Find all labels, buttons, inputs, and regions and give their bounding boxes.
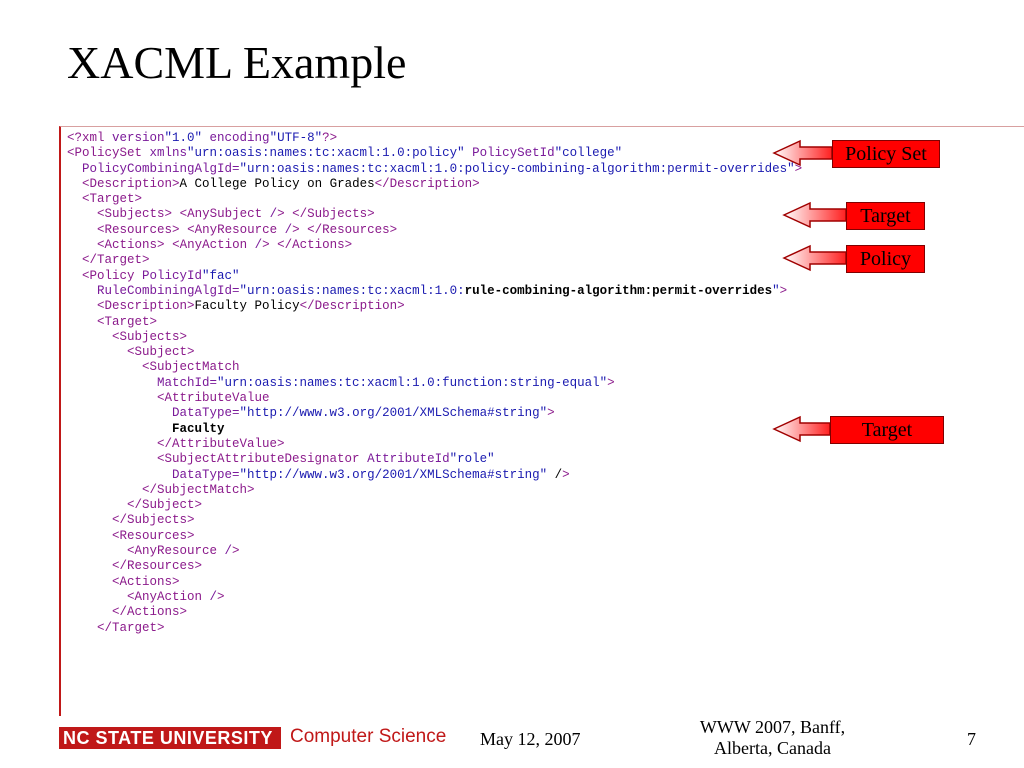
xml-code-block: <?xml version"1.0" encoding"UTF-8"?><Pol… [67,131,802,636]
university-name: NC STATE UNIVERSITY [63,728,273,748]
code-line: <Actions> [112,574,180,589]
code-line: <Subjects> <AnySubject /> </Subjects> [97,207,375,222]
code-line: <PolicySet xmlns"urn:oasis:names:tc:xacm… [67,146,623,161]
code-line: MatchId="urn:oasis:names:tc:xacml:1.0:fu… [157,375,615,390]
callout-label: Target [846,202,925,230]
code-line: <AttributeValue [157,391,270,406]
code-line: <Subjects> [112,329,188,344]
code-line: RuleCombiningAlgId="urn:oasis:names:tc:x… [97,283,788,298]
code-line: <AnyResource /> [127,544,240,559]
callout-target-2: Target [772,414,947,444]
code-line: DataType="http://www.w3.org/2001/XMLSche… [172,467,570,482]
code-line: <Subject> [127,345,195,360]
callout-policy-set: Policy Set [772,138,942,168]
university-logo: NC STATE UNIVERSITY [59,727,281,749]
code-line: Faculty [172,421,225,436]
code-line: <Resources> <AnyResource /> </Resources> [97,222,398,237]
venue-line-1: WWW 2007, Banff, [699,717,846,737]
footer-venue: WWW 2007, Banff, Alberta, Canada [660,717,885,759]
code-line: <SubjectMatch [142,360,240,375]
code-line: <Description>Faculty Policy</Description… [97,299,405,314]
footer-date: May 12, 2007 [480,729,581,749]
department-name: Computer Science [290,726,447,747]
callout-policy: Policy [782,243,927,273]
code-frame [59,126,1024,716]
code-line: <Target> [97,314,158,329]
code-line: DataType="http://www.w3.org/2001/XMLSche… [172,406,555,421]
page-number: 7 [967,729,976,749]
code-line: <SubjectAttributeDesignator AttributeId"… [157,452,495,467]
code-line: </Target> [82,253,150,268]
code-line: </Actions> [112,605,188,620]
code-line: <AnyAction /> [127,589,225,604]
code-line: </Subject> [127,498,203,513]
callout-label: Policy Set [832,140,940,168]
callout-label: Target [830,416,944,444]
code-line: <Actions> <AnyAction /> </Actions> [97,238,353,253]
slide-title: XACML Example [67,37,407,88]
code-line: <Policy PolicyId"fac" [82,268,240,283]
venue-line-2: Alberta, Canada [714,738,831,758]
code-line: </Subjects> [112,513,195,528]
code-line: PolicyCombiningAlgId="urn:oasis:names:tc… [82,161,803,176]
code-line: <?xml version"1.0" encoding"UTF-8"?> [67,131,338,145]
callout-label: Policy [846,245,925,273]
callout-target-1: Target [782,200,927,230]
code-line: <Target> [82,192,143,207]
code-line: <Description>A College Policy on Grades<… [82,176,480,191]
code-line: </AttributeValue> [157,436,285,451]
code-line: </SubjectMatch> [142,482,255,497]
code-line: <Resources> [112,528,195,543]
code-line: </Resources> [112,559,203,574]
code-line: </Target> [97,620,165,635]
